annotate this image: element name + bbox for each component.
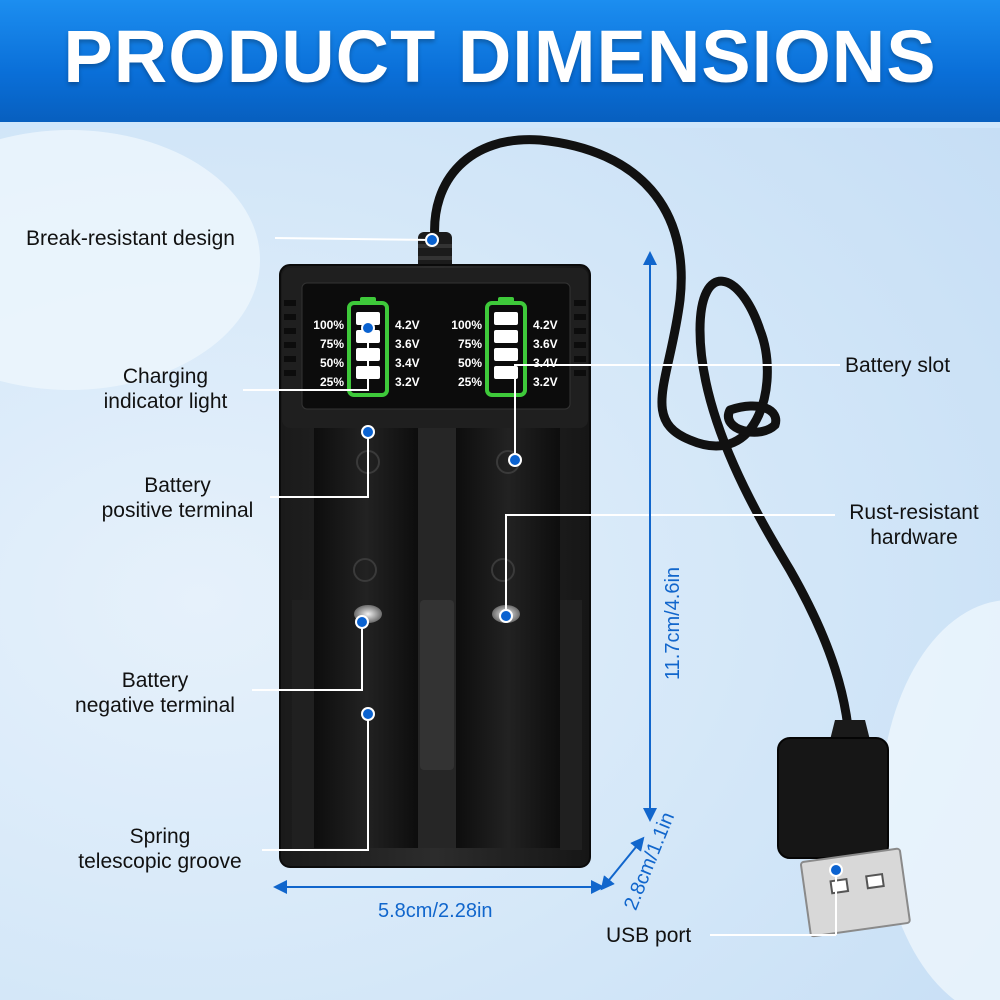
left-voltage-3-6: 3.6V [395, 337, 420, 351]
label-charging-line1: Charging [122, 365, 209, 388]
label-positive-line1: Battery [144, 474, 211, 497]
dimension-arrows [273, 251, 657, 894]
label-rust-line2: hardware [870, 526, 958, 549]
callout-dots [355, 233, 843, 877]
label-charging-line2: indicator light [103, 390, 228, 413]
left-percent-100: 100% [313, 318, 344, 332]
label-charging-indicator: Charging indicator light [83, 364, 248, 414]
label-negative-terminal: Battery negative terminal [55, 668, 255, 718]
right-voltage-3-2: 3.2V [533, 375, 558, 389]
left-percent-50: 50% [320, 356, 344, 370]
left-voltage-3-4: 3.4V [395, 356, 420, 370]
label-negative-line1: Battery [121, 669, 189, 692]
right-voltage-3-6: 3.6V [533, 337, 558, 351]
label-break-resistant: Break-resistant design [26, 227, 235, 250]
right-voltage-4-2: 4.2V [533, 318, 558, 332]
label-usb-port: USB port [606, 924, 692, 947]
label-rust-line1: Rust-resistant [849, 501, 979, 524]
usb-cable [430, 135, 855, 765]
right-percent-50: 50% [458, 356, 482, 370]
label-spring-line2: telescopic groove [78, 850, 242, 873]
right-voltage-3-4: 3.4V [533, 356, 558, 370]
usb-plug [777, 720, 911, 938]
dimension-height: 11.7cm/4.6in [662, 566, 684, 680]
right-percent-100: 100% [451, 318, 482, 332]
label-battery-slot: Battery slot [845, 354, 951, 377]
right-percent-75: 75% [458, 337, 482, 351]
dimension-width: 5.8cm/2.28in [378, 900, 493, 922]
label-positive-line2: positive terminal [101, 499, 254, 522]
page-title: PRODUCT DIMENSIONS [63, 15, 937, 98]
label-positive-terminal: Battery positive terminal [80, 473, 275, 523]
left-voltage-4-2: 4.2V [395, 318, 420, 332]
title-banner: PRODUCT DIMENSIONS [0, 0, 1000, 128]
callout-lines [243, 237, 840, 936]
left-percent-25: 25% [320, 375, 344, 389]
left-percent-75: 75% [320, 337, 344, 351]
indicator-level-labels: 100% 75% 50% 25% 4.2V 3.6V 3.4V 3.2V 100… [313, 318, 557, 389]
label-negative-line2: negative terminal [75, 694, 235, 717]
label-spring-groove: Spring telescopic groove [60, 824, 260, 874]
right-indicator-icon [485, 297, 527, 397]
left-voltage-3-2: 3.2V [395, 375, 420, 389]
label-rust-resistant: Rust-resistant hardware [830, 500, 998, 550]
label-spring-line1: Spring [129, 825, 191, 848]
right-percent-25: 25% [458, 375, 482, 389]
